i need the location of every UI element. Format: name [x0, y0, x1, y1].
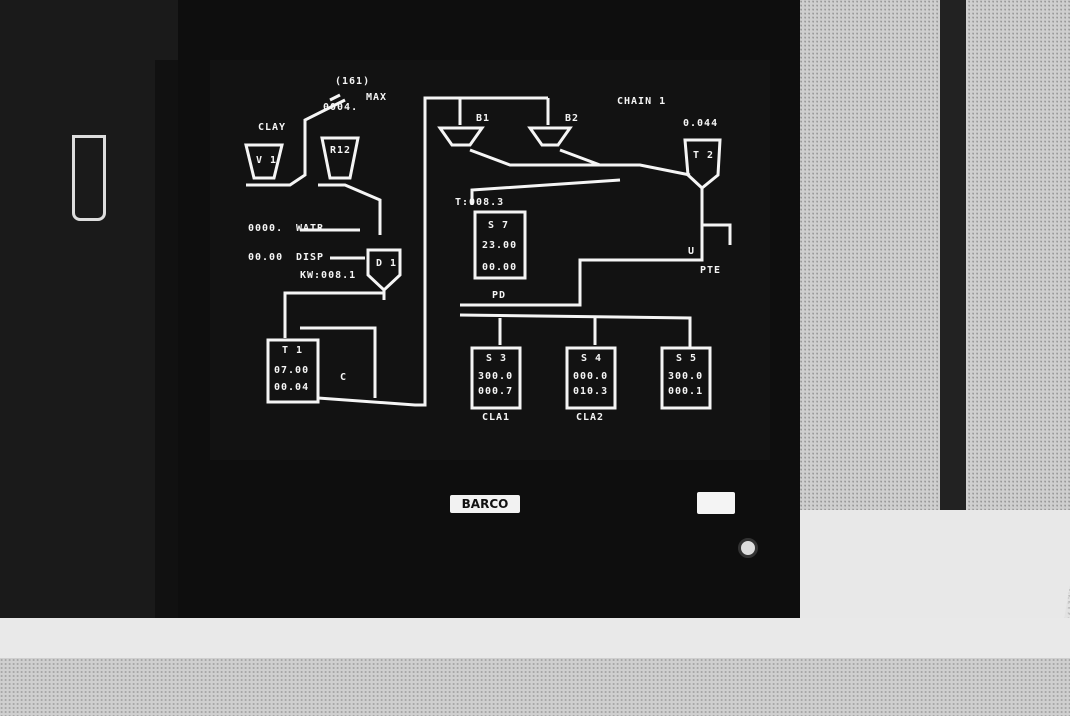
max-label: MAX	[366, 92, 387, 103]
top-value: 0004.	[323, 102, 358, 113]
t2-value: 0.044	[683, 118, 718, 129]
t2-label: T 2	[693, 150, 714, 161]
clay-label: CLAY	[258, 122, 286, 133]
d1-to-t1-line	[285, 293, 384, 338]
desk-surface	[0, 658, 1070, 716]
kw-value: KW:008.1	[300, 270, 356, 281]
b1-label: B1	[476, 113, 490, 124]
pd-label: PD	[492, 290, 506, 301]
cla2-label: CLA2	[576, 412, 604, 423]
b2-label: B2	[565, 113, 579, 124]
s5-value-2: 000.1	[668, 386, 703, 397]
s5-value-1: 300.0	[668, 371, 703, 382]
desk-edge	[0, 618, 1070, 658]
s3-value-1: 300.0	[478, 371, 513, 382]
disp-value: 00.00	[248, 252, 283, 263]
t1-value-1: 07.00	[274, 365, 309, 376]
hopper-r12-icon	[322, 138, 358, 178]
r12-label: R12	[330, 145, 351, 156]
power-indicator	[697, 492, 735, 514]
s7-label: S 7	[488, 220, 509, 231]
screen-title: (161)	[335, 76, 370, 87]
u-label: U	[688, 246, 695, 257]
distribution-line	[460, 315, 690, 348]
tank-t2-icon	[685, 140, 720, 188]
pte-label: PTE	[700, 265, 721, 276]
brand-logo: BARCO	[450, 495, 520, 513]
pump-b2-icon	[530, 128, 570, 145]
cla1-label: CLA1	[482, 412, 510, 423]
chain-label: CHAIN 1	[617, 96, 666, 107]
d1-label: D 1	[376, 258, 397, 269]
v1-label: V 1	[256, 155, 277, 166]
control-knob[interactable]	[738, 538, 758, 558]
b-to-t2-line	[470, 150, 690, 175]
disp-label: DISP	[296, 252, 324, 263]
s7-value-2: 00.00	[482, 262, 517, 273]
s4-value-2: 010.3	[573, 386, 608, 397]
s3-label: S 3	[486, 353, 507, 364]
s4-value-1: 000.0	[573, 371, 608, 382]
s3-value-2: 000.7	[478, 386, 513, 397]
s7-value-1: 23.00	[482, 240, 517, 251]
timer-value: T:008.3	[455, 197, 504, 208]
main-vertical-line	[318, 98, 548, 405]
t1-label: T 1	[282, 345, 303, 356]
r12-feed-line	[318, 185, 380, 235]
water-label: WATR	[296, 223, 324, 234]
s5-label: S 5	[676, 353, 697, 364]
water-value: 0000.	[248, 223, 283, 234]
vessel-d1-icon	[368, 250, 400, 290]
pump-b1-icon	[440, 128, 482, 145]
s4-label: S 4	[581, 353, 602, 364]
c-label: C	[340, 372, 347, 383]
t1-value-2: 00.04	[274, 382, 309, 393]
